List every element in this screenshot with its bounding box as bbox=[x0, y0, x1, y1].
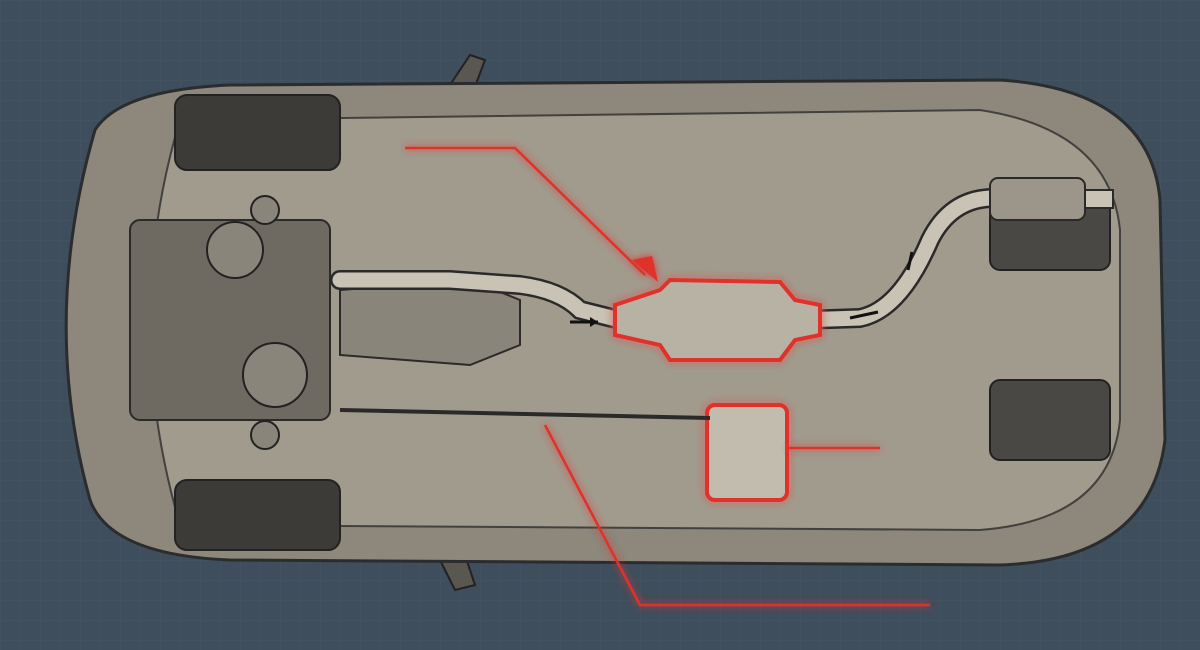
callout-line-fuel-line bbox=[543, 424, 930, 607]
arrowhead-icon bbox=[632, 256, 658, 282]
front-left-wheel bbox=[174, 94, 341, 171]
catalytic-converter bbox=[613, 277, 822, 362]
gear-icon bbox=[206, 221, 264, 279]
gear-icon bbox=[250, 195, 280, 225]
flow-arrow-icon bbox=[906, 251, 914, 271]
fuel-tank bbox=[705, 403, 789, 502]
front-right-wheel bbox=[174, 479, 341, 551]
flow-arrow-icon bbox=[849, 310, 879, 320]
fuel-line bbox=[339, 408, 711, 420]
rear-right-wheel bbox=[989, 379, 1111, 461]
callout-lines bbox=[405, 146, 930, 607]
tailpipe bbox=[1084, 189, 1114, 209]
muffler bbox=[989, 177, 1086, 221]
gear-icon bbox=[242, 342, 308, 408]
callout-line-catalytic-converter bbox=[405, 146, 646, 276]
gear-icon bbox=[250, 420, 280, 450]
